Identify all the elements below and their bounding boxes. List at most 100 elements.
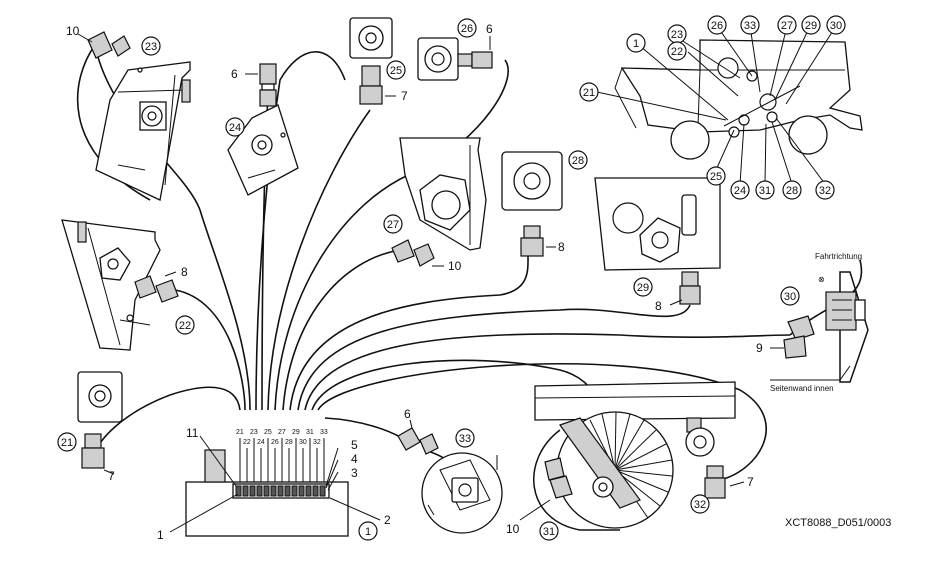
hose-30 — [304, 333, 791, 411]
distributor-block: 21 23 25 27 29 31 33 22 24 26 28 30 32 1… — [157, 426, 391, 542]
port-arrows — [239, 438, 325, 482]
fitting-8-left — [134, 275, 179, 303]
part-number-8-right: 8 — [655, 299, 662, 313]
component-21-bearing: 7 21 — [57, 371, 123, 483]
svg-text:25: 25 — [264, 429, 272, 436]
hose-28 — [289, 254, 529, 411]
fitting-10-middle — [391, 239, 435, 267]
leader-3 — [327, 471, 339, 491]
component-28-bearing: 8 28 — [501, 150, 588, 257]
svg-text:28: 28 — [786, 185, 798, 197]
part-number-9: 9 — [756, 341, 763, 355]
callout-21: 21 — [57, 432, 77, 452]
svg-text:24: 24 — [257, 439, 265, 446]
component-24-plate: 6 24 — [225, 63, 299, 196]
fitting-10-bottom — [544, 457, 573, 499]
port-labels-top: 21 23 25 27 29 31 33 — [236, 429, 328, 436]
callout-31: 31 — [539, 521, 559, 541]
leader-11 — [199, 435, 237, 487]
part-number-8-middle: 8 — [558, 240, 565, 254]
callout-30-harvester: 30 — [826, 15, 846, 35]
component-31-fan: 10 31 — [506, 381, 736, 541]
component-22-panel: 8 22 — [61, 219, 195, 351]
svg-text:32: 32 — [694, 499, 706, 511]
component-29-plate: 8 29 — [594, 177, 721, 313]
svg-text:21: 21 — [61, 437, 73, 449]
component-27-housing: 10 27 — [383, 137, 487, 273]
svg-text:32: 32 — [819, 185, 831, 197]
part-number-3: 3 — [351, 466, 358, 480]
svg-text:27: 27 — [278, 429, 286, 436]
callout-32: 32 — [690, 494, 710, 514]
callout-27: 27 — [383, 214, 403, 234]
svg-text:1: 1 — [633, 38, 639, 50]
svg-text:21: 21 — [236, 429, 244, 436]
bracket — [204, 449, 226, 483]
harvester-overview: 1 21 23 22 26 33 27 29 30 25 24 31 28 32 — [579, 15, 863, 200]
fitting-8-right — [679, 271, 701, 305]
distributor-nipples — [235, 485, 326, 497]
svg-text:24: 24 — [734, 185, 746, 197]
callout-29: 29 — [633, 277, 653, 297]
callout-33-harvester: 33 — [740, 15, 760, 35]
svg-text:30: 30 — [299, 439, 307, 446]
svg-text:25: 25 — [390, 65, 402, 77]
part-number-11: 11 — [186, 426, 199, 440]
svg-text:31: 31 — [543, 526, 555, 538]
svg-text:29: 29 — [805, 20, 817, 32]
callout-21-harvester: 21 — [579, 82, 599, 102]
part-number-7-top: 7 — [401, 89, 408, 103]
svg-text:26: 26 — [271, 439, 279, 446]
svg-text:22: 22 — [671, 46, 683, 58]
fitting-6-left — [259, 63, 277, 107]
callout-23-harvester: 23 — [667, 24, 687, 44]
hose-22 — [174, 289, 246, 411]
fitting-10-top-left — [87, 31, 131, 59]
svg-text:26: 26 — [461, 23, 473, 35]
callout-22: 22 — [175, 315, 195, 335]
svg-text:25: 25 — [710, 171, 722, 183]
callout-23: 23 — [141, 36, 161, 56]
part-number-4: 4 — [351, 452, 358, 466]
svg-text:33: 33 — [744, 20, 756, 32]
svg-text:28: 28 — [285, 439, 293, 446]
svg-text:23: 23 — [250, 429, 258, 436]
svg-text:28: 28 — [572, 155, 584, 167]
part-number-8-left: 8 — [181, 265, 188, 279]
leader-2 — [329, 497, 381, 521]
travel-direction-label: Fahrtrichtung — [815, 252, 862, 261]
leader-10-top — [77, 33, 93, 43]
callout-1-harvester: 1 — [626, 33, 646, 53]
svg-text:31: 31 — [759, 185, 771, 197]
svg-text:21: 21 — [583, 87, 595, 99]
side-wall-label: Seitenwand innen — [770, 384, 834, 393]
svg-text:23: 23 — [145, 41, 157, 53]
component-33-disc: 6 33 — [397, 407, 503, 534]
part-number-7-left: 7 — [108, 469, 115, 483]
callout-28-harvester: 28 — [782, 180, 802, 200]
hose-33 — [324, 417, 406, 441]
callout-24: 24 — [225, 117, 245, 137]
callout-26-harvester: 26 — [707, 15, 727, 35]
svg-text:32: 32 — [313, 439, 321, 446]
port-labels-bottom: 22 24 26 28 30 32 — [243, 439, 321, 446]
travel-direction-symbol: ⊗ — [818, 275, 825, 284]
svg-text:1: 1 — [365, 526, 371, 538]
hose-25 — [267, 109, 371, 411]
svg-text:33: 33 — [320, 429, 328, 436]
leader-4 — [325, 459, 339, 489]
part-number-1: 1 — [157, 528, 164, 542]
svg-text:30: 30 — [784, 291, 796, 303]
hose-26 — [274, 59, 509, 411]
svg-text:31: 31 — [306, 429, 314, 436]
fitting-9 — [783, 315, 815, 359]
component-23-panel: 10 23 — [66, 24, 191, 201]
callout-30: 30 — [780, 286, 800, 306]
svg-text:33: 33 — [459, 433, 471, 445]
callout-32-harvester: 32 — [815, 180, 835, 200]
drawing-code: XCT8088_D051/0003 — [785, 517, 891, 529]
callout-31-harvester: 31 — [755, 180, 775, 200]
callout-28: 28 — [568, 150, 588, 170]
